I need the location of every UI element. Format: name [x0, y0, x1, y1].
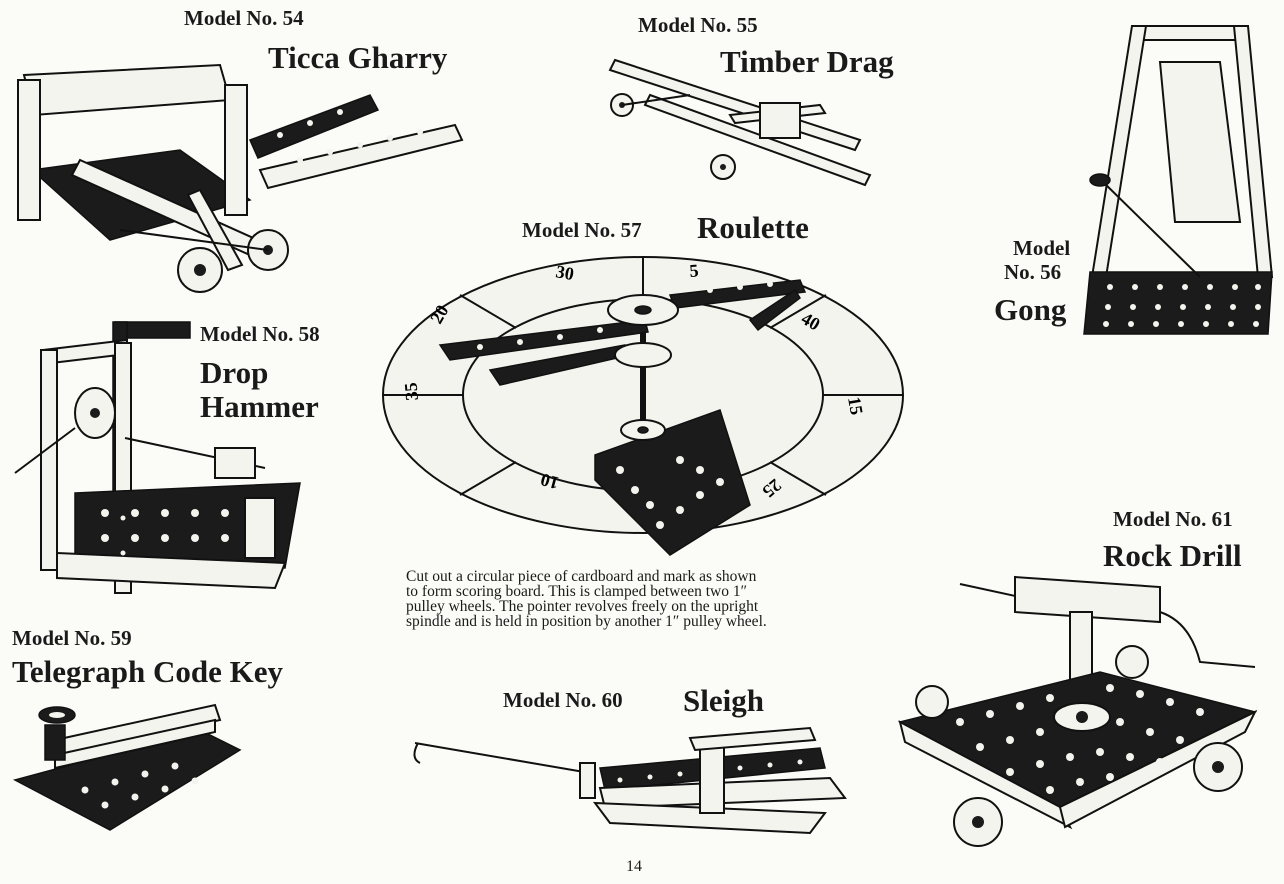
roulette-base-plate: [594, 409, 751, 556]
wheel-number-35: 35: [400, 382, 421, 402]
model-58-name-line2: Hammer: [200, 389, 319, 424]
model-61-number: Model No. 61: [1113, 507, 1233, 531]
model-56-name: Gong: [994, 292, 1067, 327]
caption-line: Cut out a circular piece of cardboard an…: [406, 568, 757, 585]
model-55-number: Model No. 55: [638, 13, 758, 37]
model-61-name: Rock Drill: [1103, 538, 1242, 573]
caption-line: to form scoring board. This is clamped b…: [406, 583, 748, 600]
wheel-number-5: 5: [689, 260, 700, 281]
model-60-number: Model No. 60: [503, 688, 623, 712]
roulette-illustration: 30 5 40 15 25 10 35 20: [382, 256, 904, 556]
wheel-number-10: 10: [538, 469, 561, 493]
rock-drill-illustration: [897, 575, 1258, 847]
model-54-name: Ticca Gharry: [268, 40, 448, 75]
model-58-name-line1: Drop: [200, 355, 269, 390]
ticca-gharry-illustration: [17, 63, 464, 293]
model-57-name: Roulette: [697, 210, 809, 245]
caption-line: spindle and is held in position by anoth…: [406, 613, 767, 630]
model-59-number: Model No. 59: [12, 626, 132, 650]
model-54-number: Model No. 54: [184, 6, 304, 30]
wheel-number-15: 15: [844, 395, 867, 416]
timber-drag-illustration: [608, 58, 872, 187]
pointer-arm-left: [438, 319, 649, 361]
sleigh-illustration: [413, 726, 847, 835]
drop-hammer-illustration: [14, 321, 301, 594]
model-59-name: Telegraph Code Key: [12, 654, 283, 689]
model-56-number-line2: No. 56: [1004, 260, 1062, 284]
model-56-number-line1: Model: [1013, 236, 1071, 260]
gong-frame-illustration: [1083, 25, 1274, 335]
model-60-name: Sleigh: [683, 683, 764, 718]
model-55-name: Timber Drag: [720, 44, 894, 79]
wheel-number-30: 30: [554, 261, 575, 284]
model-58-number: Model No. 58: [200, 322, 320, 346]
model-57-number: Model No. 57: [522, 218, 642, 242]
telegraph-key-illustration: [12, 703, 242, 831]
caption-line: pulley wheels. The pointer revolves free…: [406, 598, 759, 615]
page-number: 14: [626, 858, 642, 875]
roulette-caption: Cut out a circular piece of cardboard an…: [406, 568, 872, 630]
